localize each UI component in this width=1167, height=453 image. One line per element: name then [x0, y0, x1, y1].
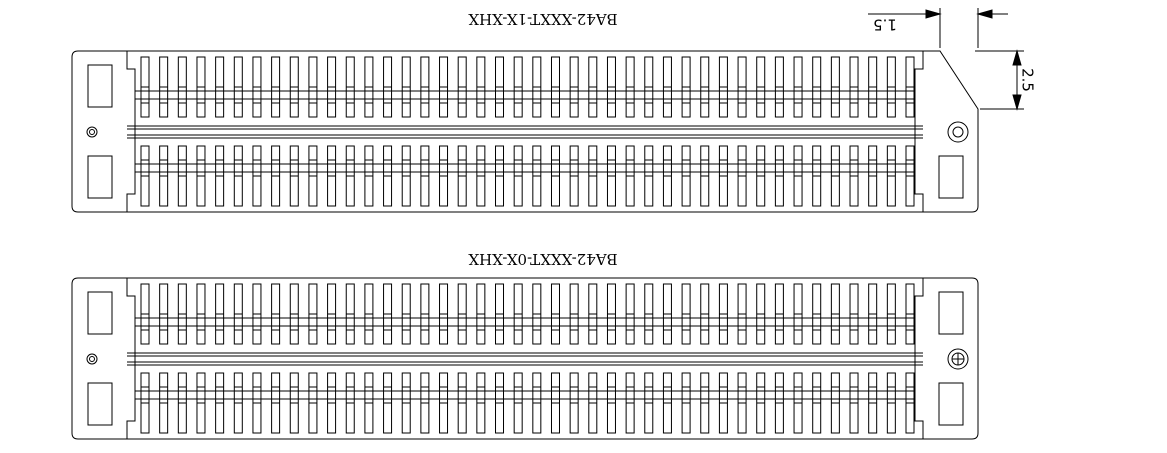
left-top-pad [87, 64, 113, 108]
left-hole-inner-icon [89, 356, 95, 362]
left-hole-inner-icon [89, 129, 95, 135]
right-hole-outer-icon [947, 121, 969, 143]
left-hole-outer-icon [86, 353, 98, 365]
chamfer-height-dimension [975, 49, 1024, 111]
bottom-connector [71, 277, 979, 440]
pin-rows [140, 283, 915, 434]
chamfer-width-value: 1.5 [873, 16, 897, 34]
right-hole-outer-icon [947, 348, 969, 370]
connector-body-outline [71, 277, 979, 440]
left-top-pad [87, 291, 113, 335]
left-bottom-pad [87, 155, 113, 199]
left-end-block [126, 51, 136, 212]
right-top-pad [938, 291, 964, 335]
chamfer-width-dimension [868, 8, 1008, 48]
pin-rows [140, 56, 915, 207]
right-end-block [914, 278, 924, 439]
left-hole-outer-icon [86, 126, 98, 138]
left-end-block [126, 278, 136, 439]
top-connector [71, 50, 979, 213]
right-hole-inner-icon [952, 126, 964, 138]
chamfer-height-value: 2.5 [1019, 68, 1037, 92]
bottom-part-label: BA42-XXXT-0X-XHX [468, 250, 618, 268]
left-bottom-pad [87, 382, 113, 426]
right-bottom-pad [938, 382, 964, 426]
right-bottom-pad [938, 155, 964, 199]
right-end-block [914, 51, 924, 212]
top-part-label: BA42-XXXT-1X-XHX [468, 10, 618, 28]
connector-body-outline [71, 50, 979, 213]
